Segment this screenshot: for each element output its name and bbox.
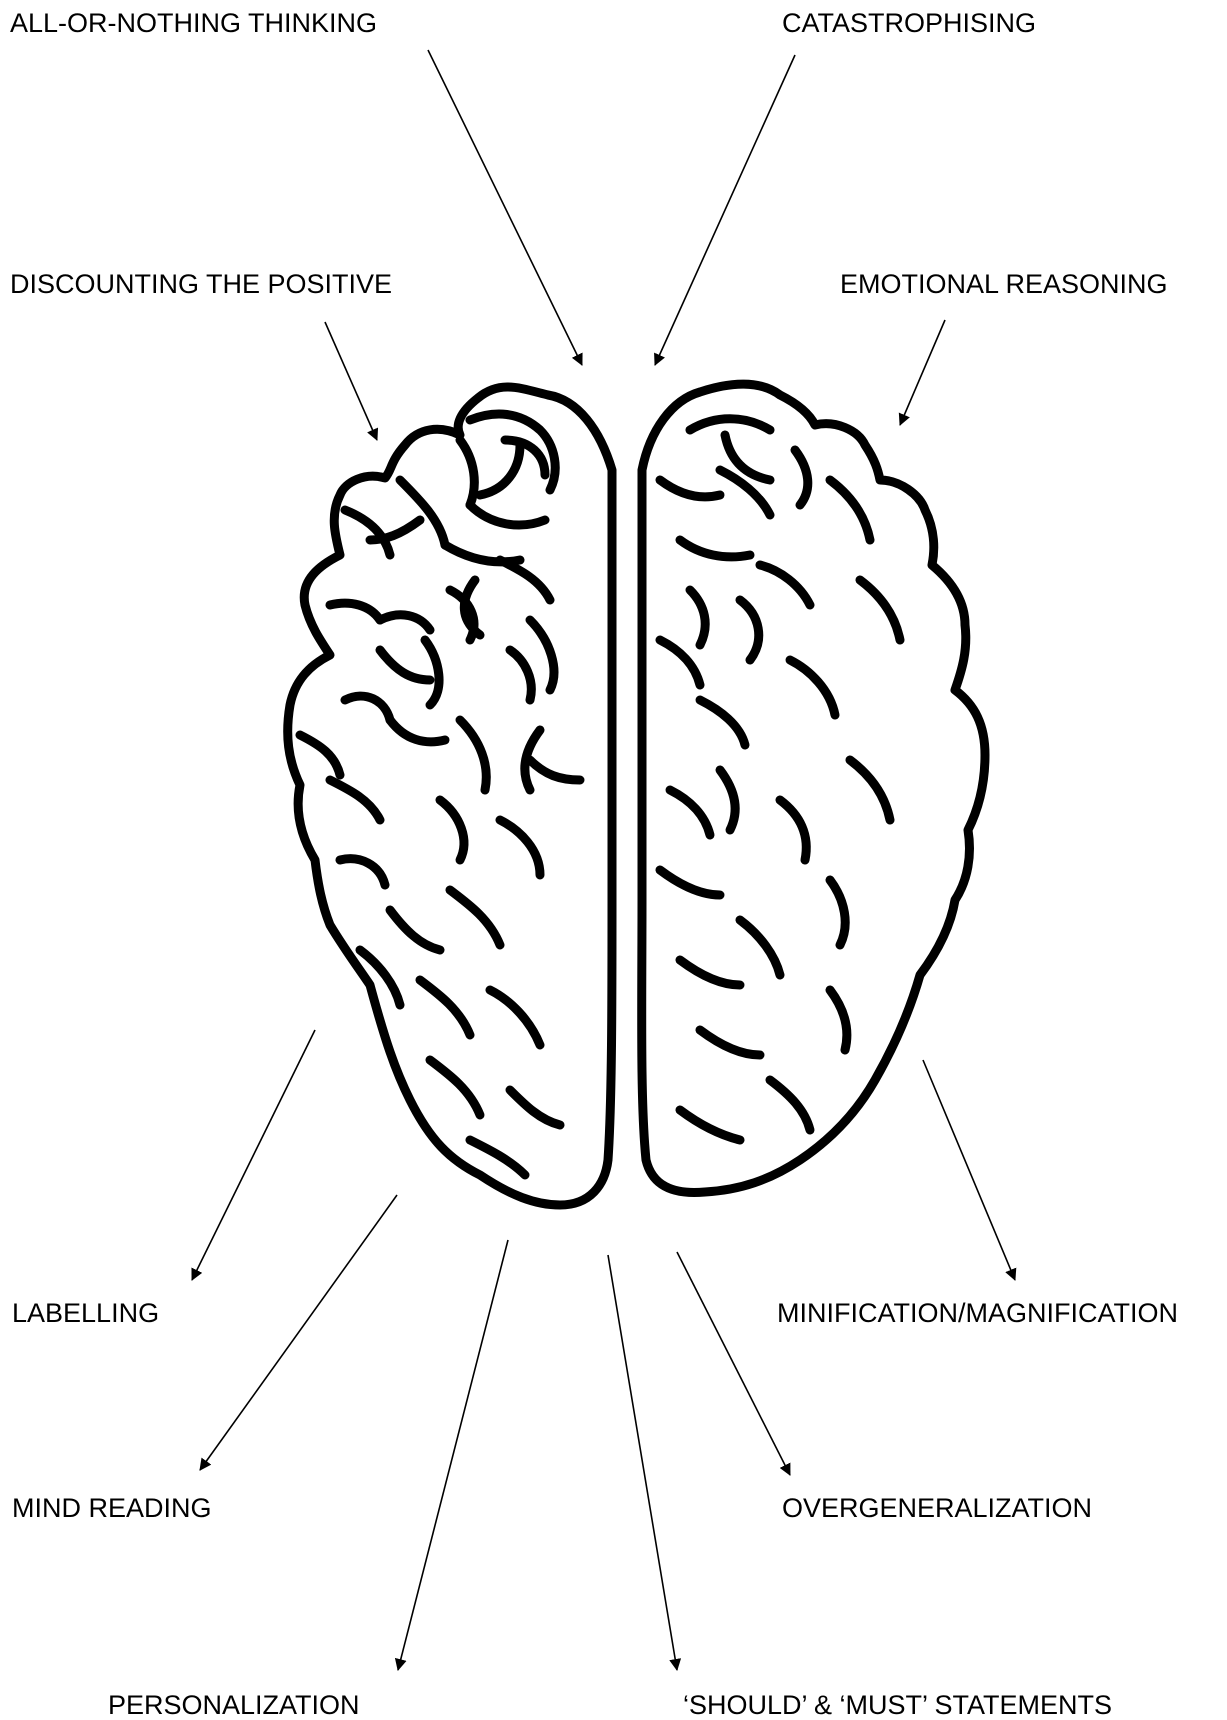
label-overgeneralization: OVERGENERALIZATION xyxy=(782,1493,1092,1523)
label-labelling: LABELLING xyxy=(12,1298,159,1328)
arrow-catastrophising xyxy=(655,55,795,365)
arrow-minification xyxy=(923,1060,1015,1280)
left-hemisphere-outline xyxy=(288,387,612,1205)
label-minification-magnification: MINIFICATION/MAGNIFICATION xyxy=(777,1298,1178,1328)
label-should-must-statements: ‘SHOULD’ & ‘MUST’ STATEMENTS xyxy=(683,1690,1112,1720)
label-catastrophising: CATASTROPHISING xyxy=(782,8,1036,38)
arrow-discounting xyxy=(325,322,377,440)
arrow-should-must xyxy=(608,1255,677,1670)
right-hemisphere-outline xyxy=(642,384,985,1192)
brain-icon xyxy=(288,384,985,1205)
label-mind-reading: MIND READING xyxy=(12,1493,212,1523)
right-hemisphere-folds xyxy=(660,419,900,1140)
arrow-overgeneralization xyxy=(677,1252,790,1475)
label-emotional-reasoning: EMOTIONAL REASONING xyxy=(840,269,1168,299)
label-personalization: PERSONALIZATION xyxy=(108,1690,360,1720)
left-hemisphere-folds xyxy=(300,414,580,1175)
arrow-personalization xyxy=(398,1240,508,1670)
arrow-emotional xyxy=(900,320,945,425)
arrow-mind-reading xyxy=(200,1195,397,1470)
label-discounting-the-positive: DISCOUNTING THE POSITIVE xyxy=(10,269,392,299)
arrow-labelling xyxy=(192,1030,315,1280)
label-all-or-nothing-thinking: ALL-OR-NOTHING THINKING xyxy=(10,8,377,38)
arrow-all-or-nothing xyxy=(428,50,582,365)
